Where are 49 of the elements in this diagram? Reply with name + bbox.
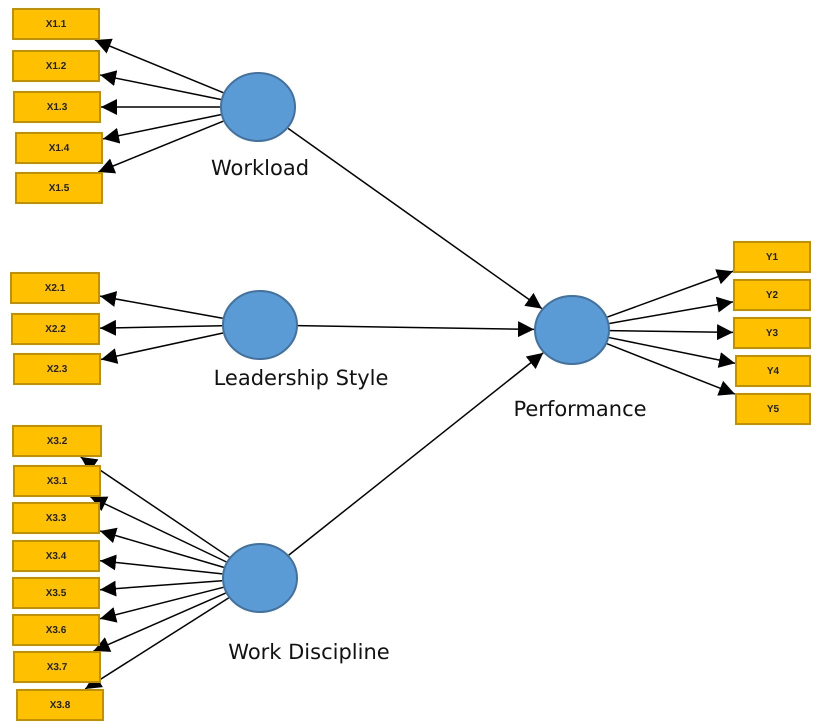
arrow [100,332,224,364]
variable-label: Performance [513,397,647,421]
arrow [100,586,224,623]
arrow [288,352,544,556]
arrow [90,496,227,563]
arrow [610,324,734,340]
indicator-box: X1.3 [13,91,101,123]
arrow [100,580,222,597]
indicator-box: Y3 [733,317,811,349]
indicator-box: X1.2 [12,50,100,82]
indicator-box: X3.1 [13,465,101,497]
arrow [607,269,734,318]
variable-label: Workload [210,156,310,180]
indicator-box: X3.2 [12,425,102,457]
arrow [298,321,534,338]
indicator-box: X2.3 [13,353,101,385]
indicator-box: X3.6 [12,614,100,646]
arrow [100,320,222,336]
indicator-box: X1.4 [15,132,103,164]
arrow [100,528,224,568]
arrow [606,343,736,396]
arrow [608,336,736,368]
arrow [609,296,734,324]
indicator-box: X3.3 [12,502,100,534]
arrow [100,291,223,319]
arrow [288,128,542,310]
arrow [80,456,230,558]
indicator-box: X3.4 [12,540,100,572]
arrow [100,554,222,575]
indicator-box: Y2 [733,279,811,311]
indicator-box: X3.7 [13,651,101,683]
indicator-box: X3.8 [16,689,104,721]
indicator-box: X3.5 [12,577,100,609]
arrow [84,597,230,690]
variable-label: Work Discipline [228,640,390,664]
indicator-box: X1.5 [15,172,103,204]
indicator-box: X2.1 [10,272,100,304]
arrow [94,38,224,94]
arrow [98,120,224,174]
indicator-box: Y4 [735,355,811,387]
indicator-box: X1.1 [12,8,100,40]
variable-label: Leadership Style [214,366,388,390]
arrow [101,99,220,115]
indicator-box: X2.2 [11,313,100,345]
indicator-box: Y1 [733,241,811,273]
arrow [102,114,222,144]
indicator-box: Y5 [735,393,811,425]
arrow [93,592,226,652]
arrow [100,70,222,100]
